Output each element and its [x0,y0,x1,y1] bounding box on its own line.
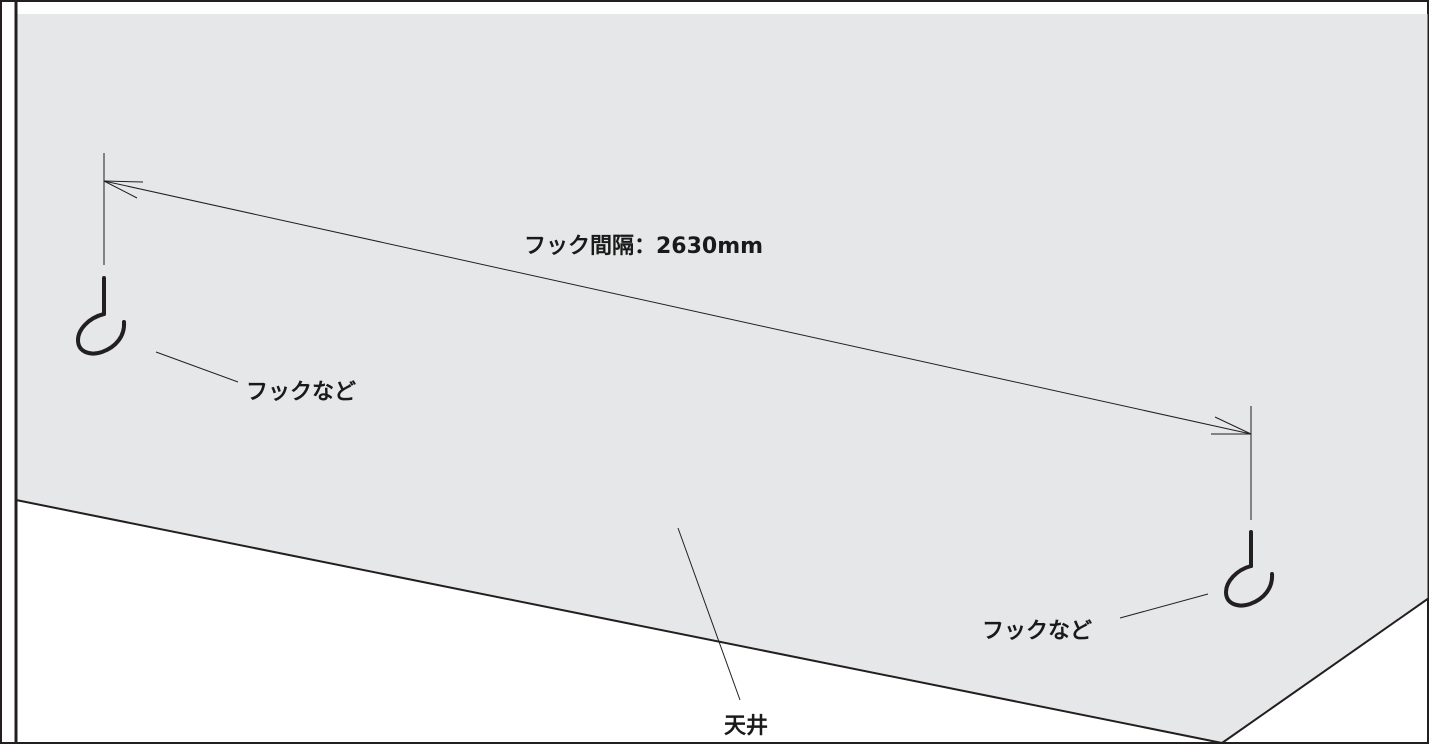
hook-icon [75,276,127,356]
ceiling-label: 天井 [724,714,768,739]
ceiling-right-edge [1221,597,1429,744]
ceiling-leader [677,527,741,701]
ceiling-plane [16,14,1429,743]
hook-icon [1223,530,1275,608]
hook-right-leader [1119,593,1209,619]
ceiling-front-edge [15,499,1223,744]
dimension-label: フック間隔：2630mm [524,234,763,259]
hook-right-label: フックなど [982,619,1092,644]
arrowhead-left [103,180,144,199]
arrowhead-right [1211,416,1252,435]
hook-left-leader [155,351,239,383]
dimension-line [103,180,1252,435]
hook-left-label: フックなど [246,380,356,405]
